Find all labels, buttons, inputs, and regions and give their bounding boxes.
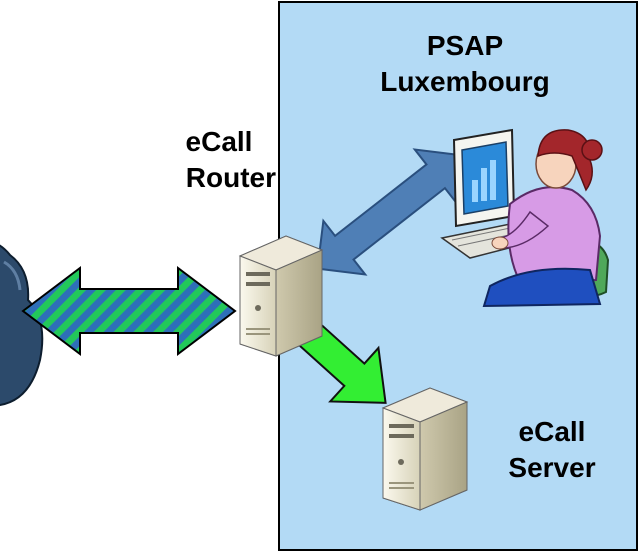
router-label: eCall Router xyxy=(162,124,276,196)
psap-label: PSAP Luxembourg xyxy=(354,28,576,100)
server-label-line2: Server xyxy=(508,452,596,483)
psap-label-line1: PSAP xyxy=(426,30,504,61)
router-server-icon xyxy=(238,235,324,357)
operator-at-computer-icon xyxy=(440,128,610,308)
router-label-line2: Router xyxy=(185,162,276,193)
router-label-line1: eCall xyxy=(185,126,253,157)
psap-label-line2: Luxembourg xyxy=(380,66,550,97)
ecall-server-icon xyxy=(381,387,469,511)
striped-double-arrow xyxy=(21,265,237,357)
network-cloud-icon xyxy=(0,244,44,406)
server-label: eCall Server xyxy=(492,414,612,486)
server-label-line1: eCall xyxy=(518,416,586,447)
